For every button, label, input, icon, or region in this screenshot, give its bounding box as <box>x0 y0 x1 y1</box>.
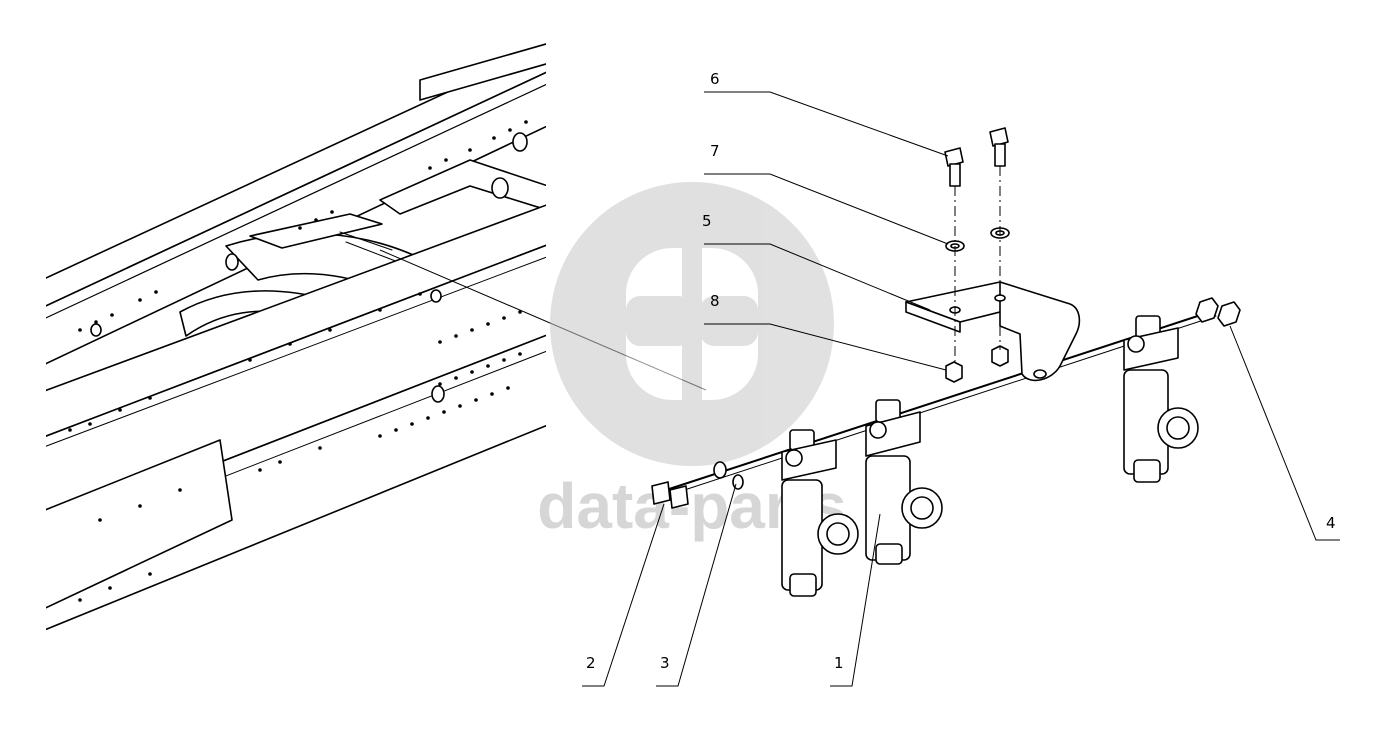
end-bolt <box>651 481 689 509</box>
nut-pair <box>945 345 1009 383</box>
callout-3: 3 <box>660 654 670 672</box>
callout-4: 4 <box>1326 514 1336 532</box>
assembly-axes <box>954 166 1001 366</box>
callout-7: 7 <box>710 142 720 160</box>
chassis-frame-view <box>46 43 707 630</box>
callouts: 6 7 5 8 4 2 3 1 <box>582 70 1340 687</box>
watermark-logo <box>550 182 834 466</box>
leader-3 <box>656 483 737 687</box>
end-nuts <box>1195 297 1241 327</box>
callout-2: 2 <box>586 654 596 672</box>
rivet-holes <box>68 120 528 602</box>
callout-1: 1 <box>834 654 844 672</box>
far-side-rail <box>46 43 546 365</box>
cross-member <box>179 159 546 365</box>
callout-5: 5 <box>702 212 712 230</box>
valve-left <box>781 429 859 597</box>
bolt-pair <box>944 127 1009 187</box>
leader-8 <box>704 323 947 371</box>
mounting-bracket <box>905 281 1081 382</box>
leader-6 <box>704 91 949 157</box>
leader-2 <box>582 503 665 687</box>
leader-1 <box>830 513 881 687</box>
near-side-rail <box>46 204 546 630</box>
valve-right <box>1123 315 1199 483</box>
valve-assembly <box>651 127 1241 597</box>
leader-5 <box>704 243 931 311</box>
callout-8: 8 <box>710 292 720 310</box>
valve-middle <box>865 399 943 565</box>
frame-holes <box>90 132 528 403</box>
leader-4 <box>1229 325 1340 541</box>
leader-7 <box>704 173 949 245</box>
callout-6: 6 <box>710 70 720 88</box>
